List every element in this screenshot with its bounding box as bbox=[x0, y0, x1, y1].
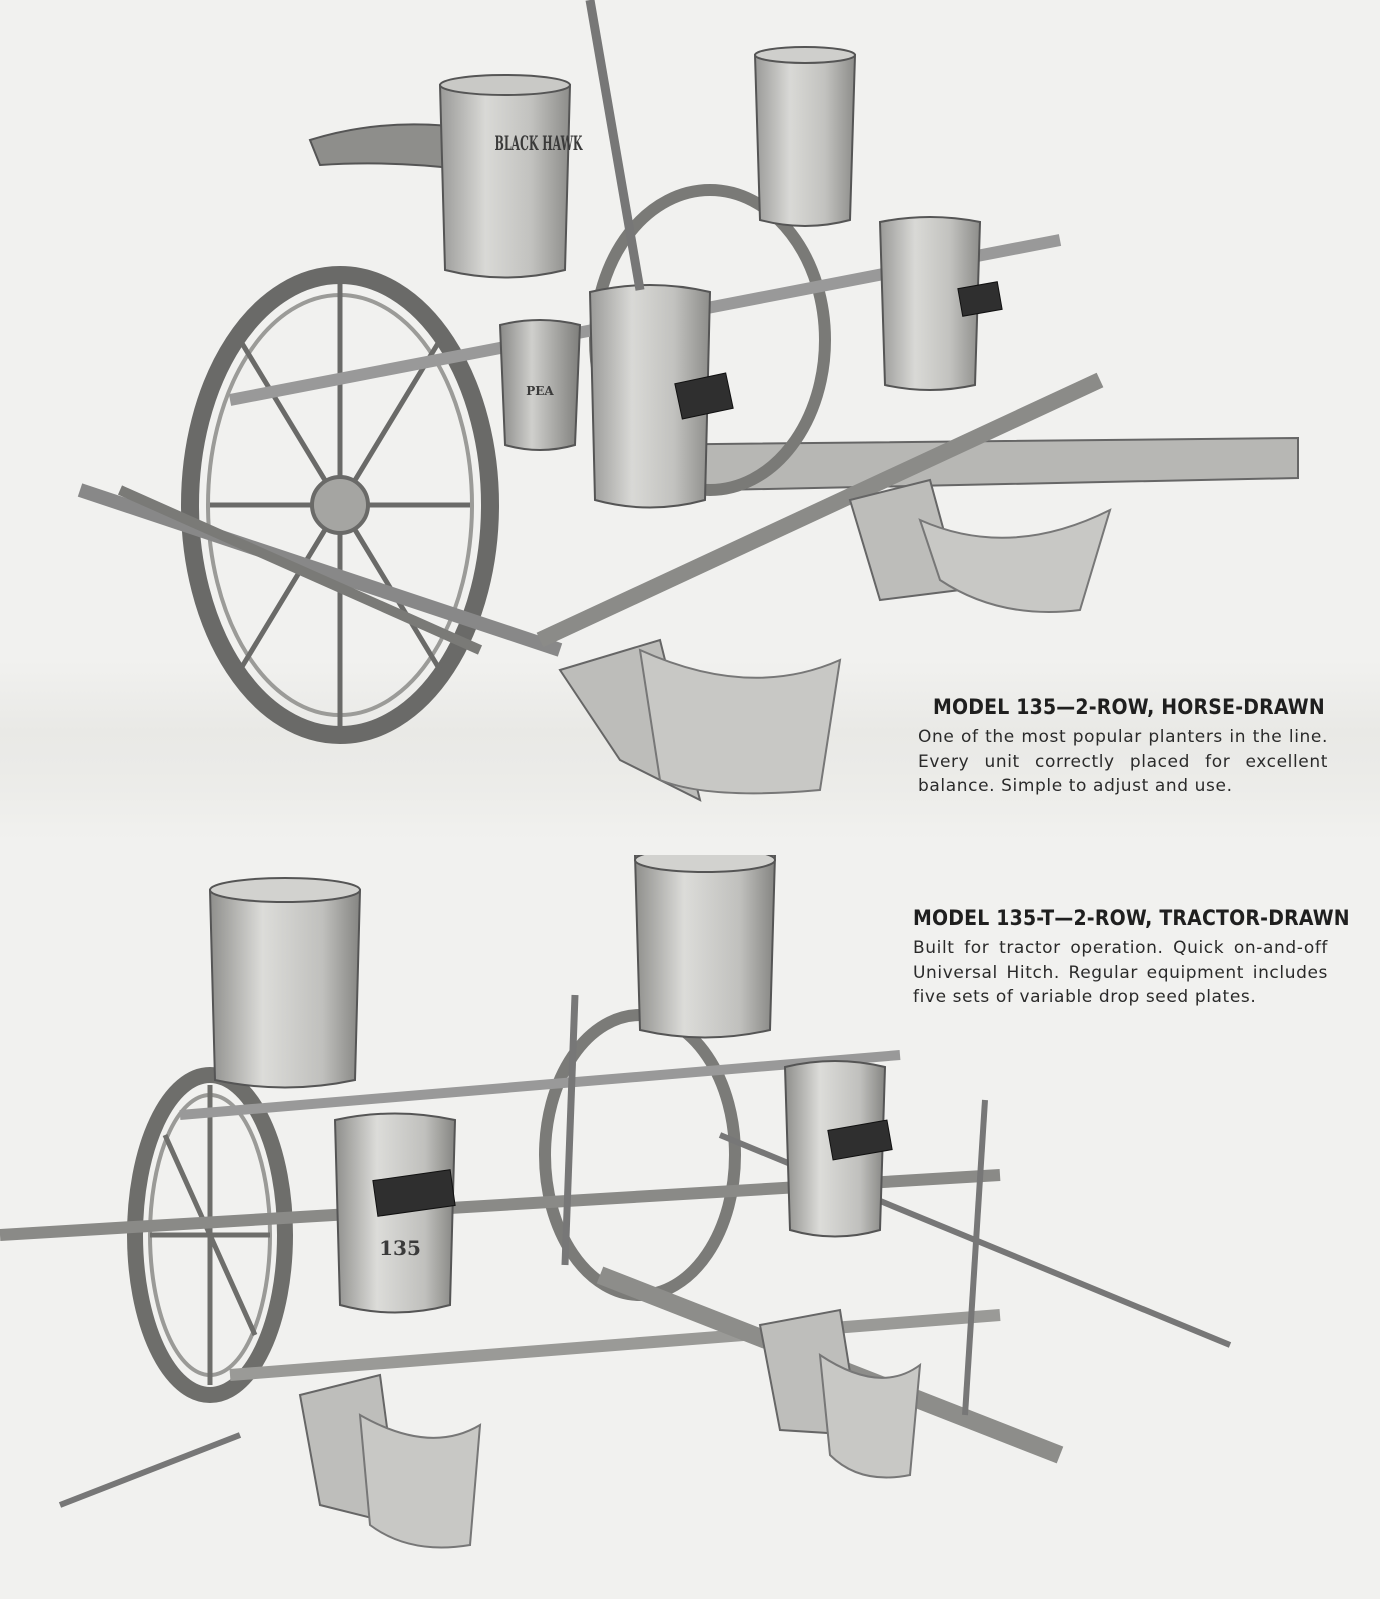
horse-drawn-planter-photo: BLACK HAWK PEA bbox=[77, 0, 1299, 802]
model-135t-caption: MODEL 135-T—2-ROW, TRACTOR-DRAWN Built f… bbox=[913, 906, 1350, 1010]
model-135-description: One of the most popular planters in the … bbox=[918, 727, 1328, 796]
hopper-label-text: BLACK HAWK bbox=[495, 131, 584, 155]
model-135-title: MODEL 135—2-ROW, HORSE-DRAWN bbox=[933, 695, 1325, 719]
tractor-drawn-planter-photo: 135 bbox=[0, 855, 1232, 1549]
model-135t-title: MODEL 135-T—2-ROW, TRACTOR-DRAWN bbox=[913, 906, 1350, 930]
model-135t-description: Built for tractor operation. Quick on-an… bbox=[913, 938, 1328, 1007]
model-number-stamp: 135 bbox=[379, 1236, 421, 1260]
model-135-caption: MODEL 135—2-ROW, HORSE-DRAWN One of the … bbox=[918, 695, 1328, 799]
pea-label: PEA bbox=[526, 384, 554, 398]
